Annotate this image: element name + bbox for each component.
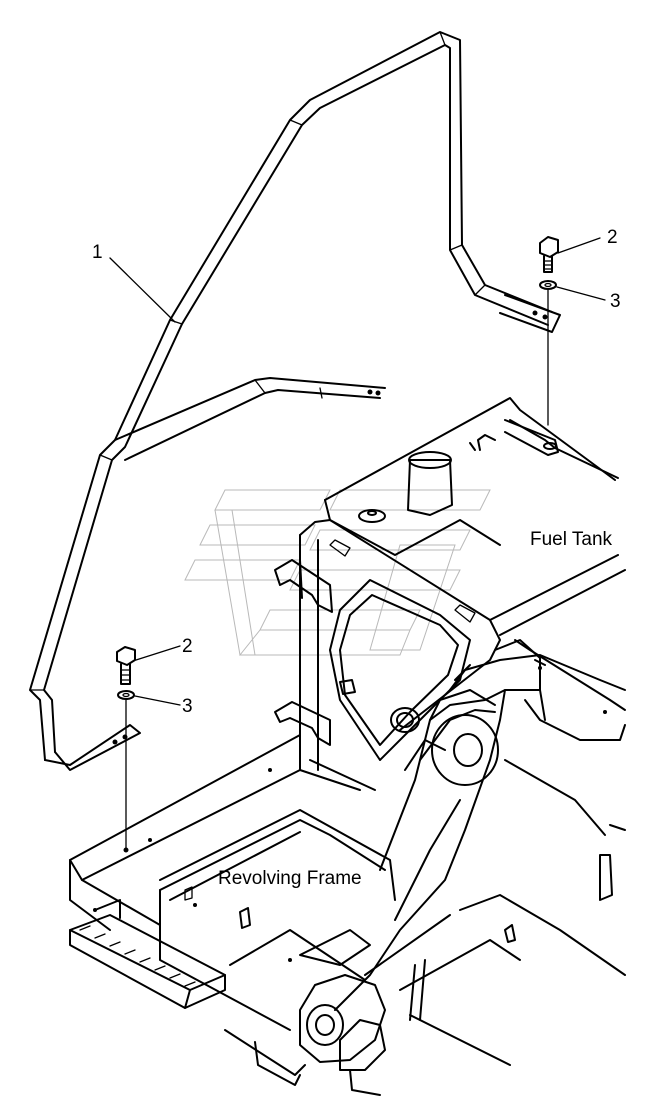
upper-washer: [539, 280, 557, 290]
upper-bolt: [539, 236, 559, 273]
revolving-frame-label: Revolving Frame: [218, 868, 362, 889]
leader-line-1: [109, 257, 176, 323]
fuel-tank: [299, 397, 626, 771]
leader-line-2-upper: [557, 237, 601, 254]
watermark-logo: [184, 489, 491, 656]
callout-1: 1: [92, 242, 103, 263]
leader-line-2-lower: [135, 645, 181, 661]
boom-arm: [299, 639, 626, 1096]
handrail-bar: [29, 31, 561, 771]
access-step: [69, 899, 226, 1009]
fuel-tank-label: Fuel Tank: [530, 529, 613, 550]
lower-washer: [117, 690, 135, 700]
callout-3-upper: 3: [610, 291, 621, 312]
leader-lines: [109, 237, 606, 706]
tank-brackets: [274, 559, 333, 746]
callout-2-lower: 2: [182, 636, 193, 657]
callout-2-upper: 2: [607, 227, 618, 248]
leader-line-3-lower: [134, 695, 181, 706]
leader-line-3-upper: [556, 286, 606, 301]
callout-3-lower: 3: [182, 696, 193, 717]
lower-bolt: [116, 646, 136, 685]
